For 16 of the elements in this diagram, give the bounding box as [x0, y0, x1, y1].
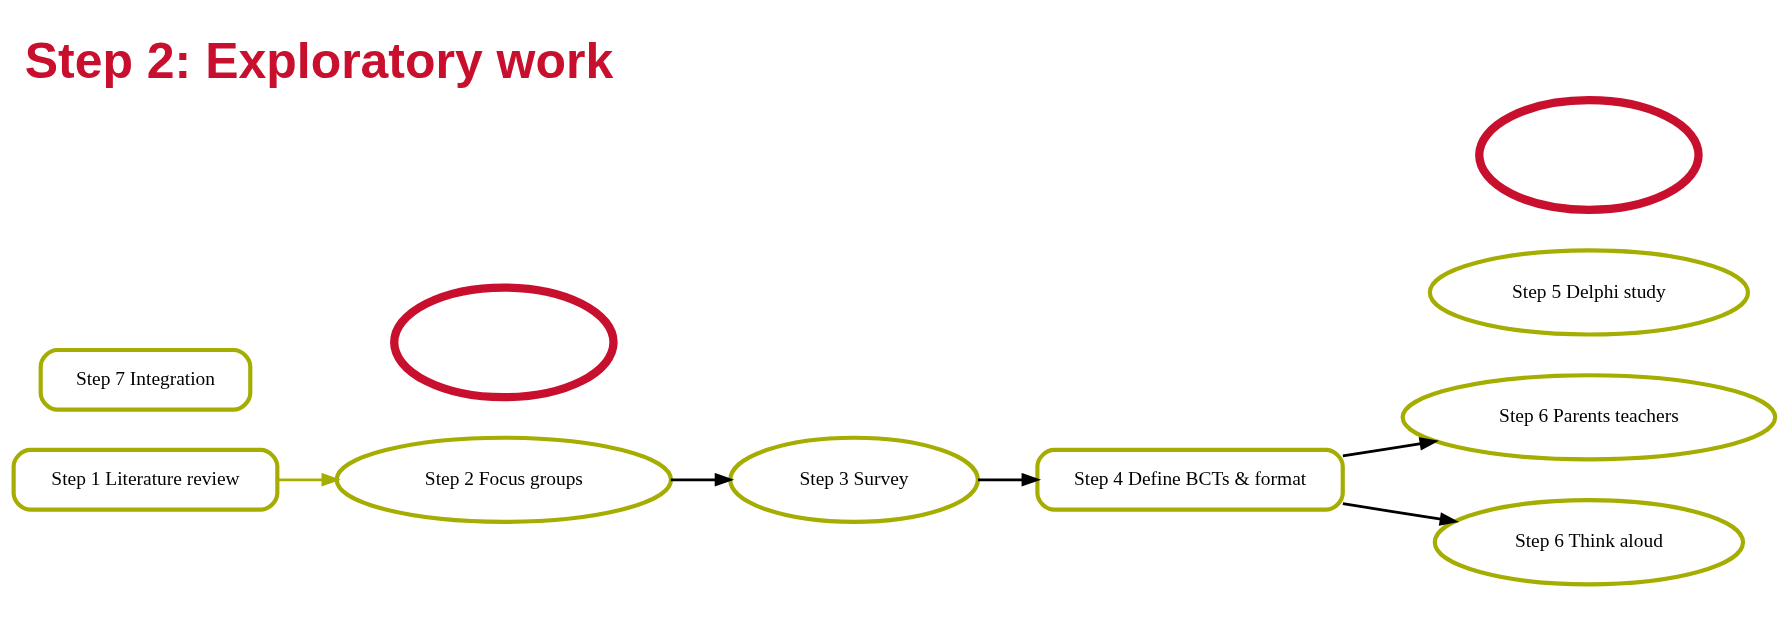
node-ellipse: Step 3 Survey [728, 435, 980, 524]
node-box: Step 7 Integration [38, 347, 253, 412]
node-ellipse: Step 6 Parents teachers [1400, 372, 1778, 461]
node-ellipse: Step 2 Focus groups [334, 435, 674, 524]
arrow [978, 472, 1042, 487]
node-box: Step 1 Literature review [11, 447, 280, 512]
arrow [277, 472, 341, 487]
node-box: Step 4 Define BCTs & format [1035, 447, 1345, 512]
arrow [670, 472, 735, 487]
node-ellipse [1475, 95, 1703, 214]
node-ellipse: Step 5 Delphi study [1427, 247, 1751, 337]
node-ellipse [390, 282, 618, 401]
arrow [1342, 501, 1460, 526]
diagram-title: Step 2: Exploratory work [24, 32, 614, 89]
node-ellipse: Step 6 Think aloud [1432, 497, 1746, 586]
arrow [1342, 436, 1439, 457]
